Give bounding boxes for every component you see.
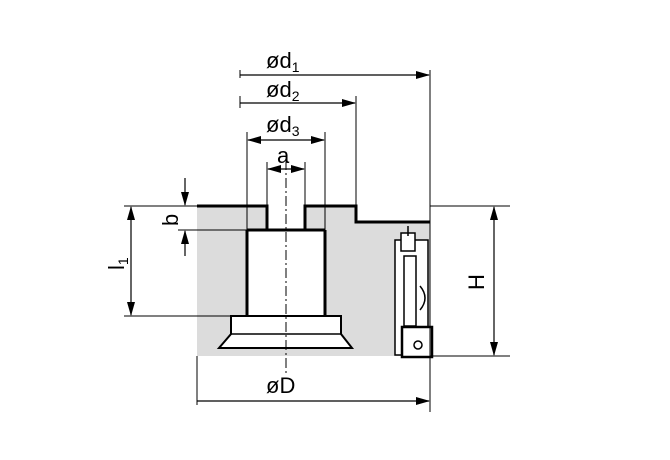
- label-D: øD: [266, 373, 295, 398]
- label-l1: l1: [104, 257, 131, 270]
- label-a: a: [277, 143, 290, 168]
- cartridge-curve: [419, 285, 426, 311]
- label-b: b: [158, 214, 183, 226]
- insert-hole: [413, 340, 423, 350]
- cartridge-slot: [403, 255, 417, 327]
- label-d2: ød2: [266, 77, 300, 104]
- label-d3: ød3: [266, 112, 300, 139]
- label-H: H: [464, 274, 489, 290]
- label-d1: ød1: [266, 48, 300, 75]
